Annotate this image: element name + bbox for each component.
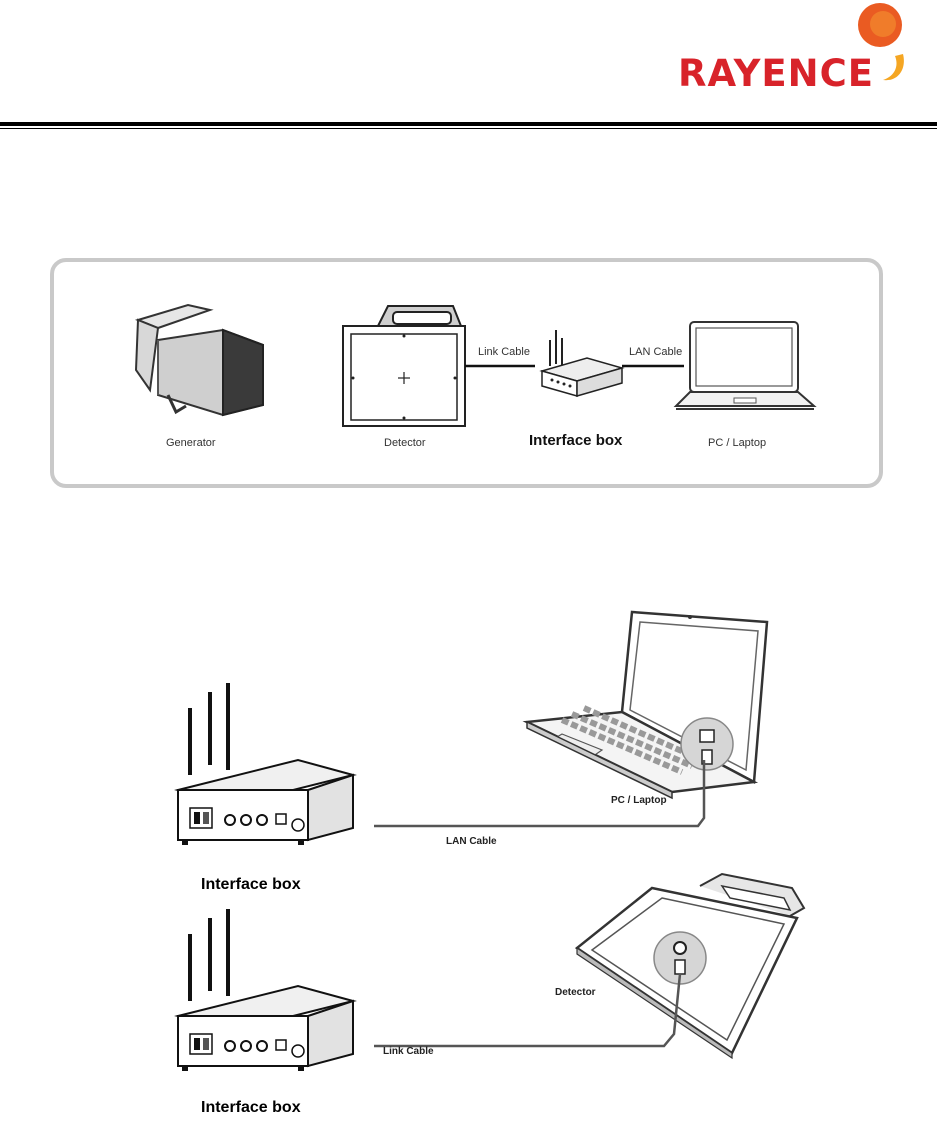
interface-box-lan-label: Interface box	[201, 876, 301, 894]
lan-cable-detail-line	[374, 760, 709, 830]
generator-icon	[128, 300, 268, 415]
lan-cable-detail-label: LAN Cable	[446, 836, 497, 847]
detector-icon	[343, 302, 468, 427]
generator-label: Generator	[166, 437, 216, 449]
header-divider-thin	[0, 128, 937, 129]
lan-cable-label: LAN Cable	[629, 346, 682, 358]
link-cable-label: Link Cable	[478, 346, 530, 358]
interface-box-large-icon-2	[168, 906, 398, 1071]
rayence-logo: RAYENCE	[670, 0, 937, 115]
header-divider	[0, 122, 937, 126]
detector-label: Detector	[384, 437, 426, 449]
interface-box-label: Interface box	[529, 432, 622, 449]
lan-cable-line	[622, 364, 684, 368]
interface-box-link-label: Interface box	[201, 1099, 301, 1117]
interface-box-icon	[532, 326, 627, 401]
interface-box-large-icon	[168, 680, 398, 845]
link-cable-line	[465, 364, 535, 368]
laptop-icon	[676, 320, 816, 415]
logo-wordmark: RAYENCE	[678, 52, 874, 95]
link-cable-detail-label: Link Cable	[383, 1046, 434, 1057]
pc-laptop-label: PC / Laptop	[708, 437, 766, 449]
